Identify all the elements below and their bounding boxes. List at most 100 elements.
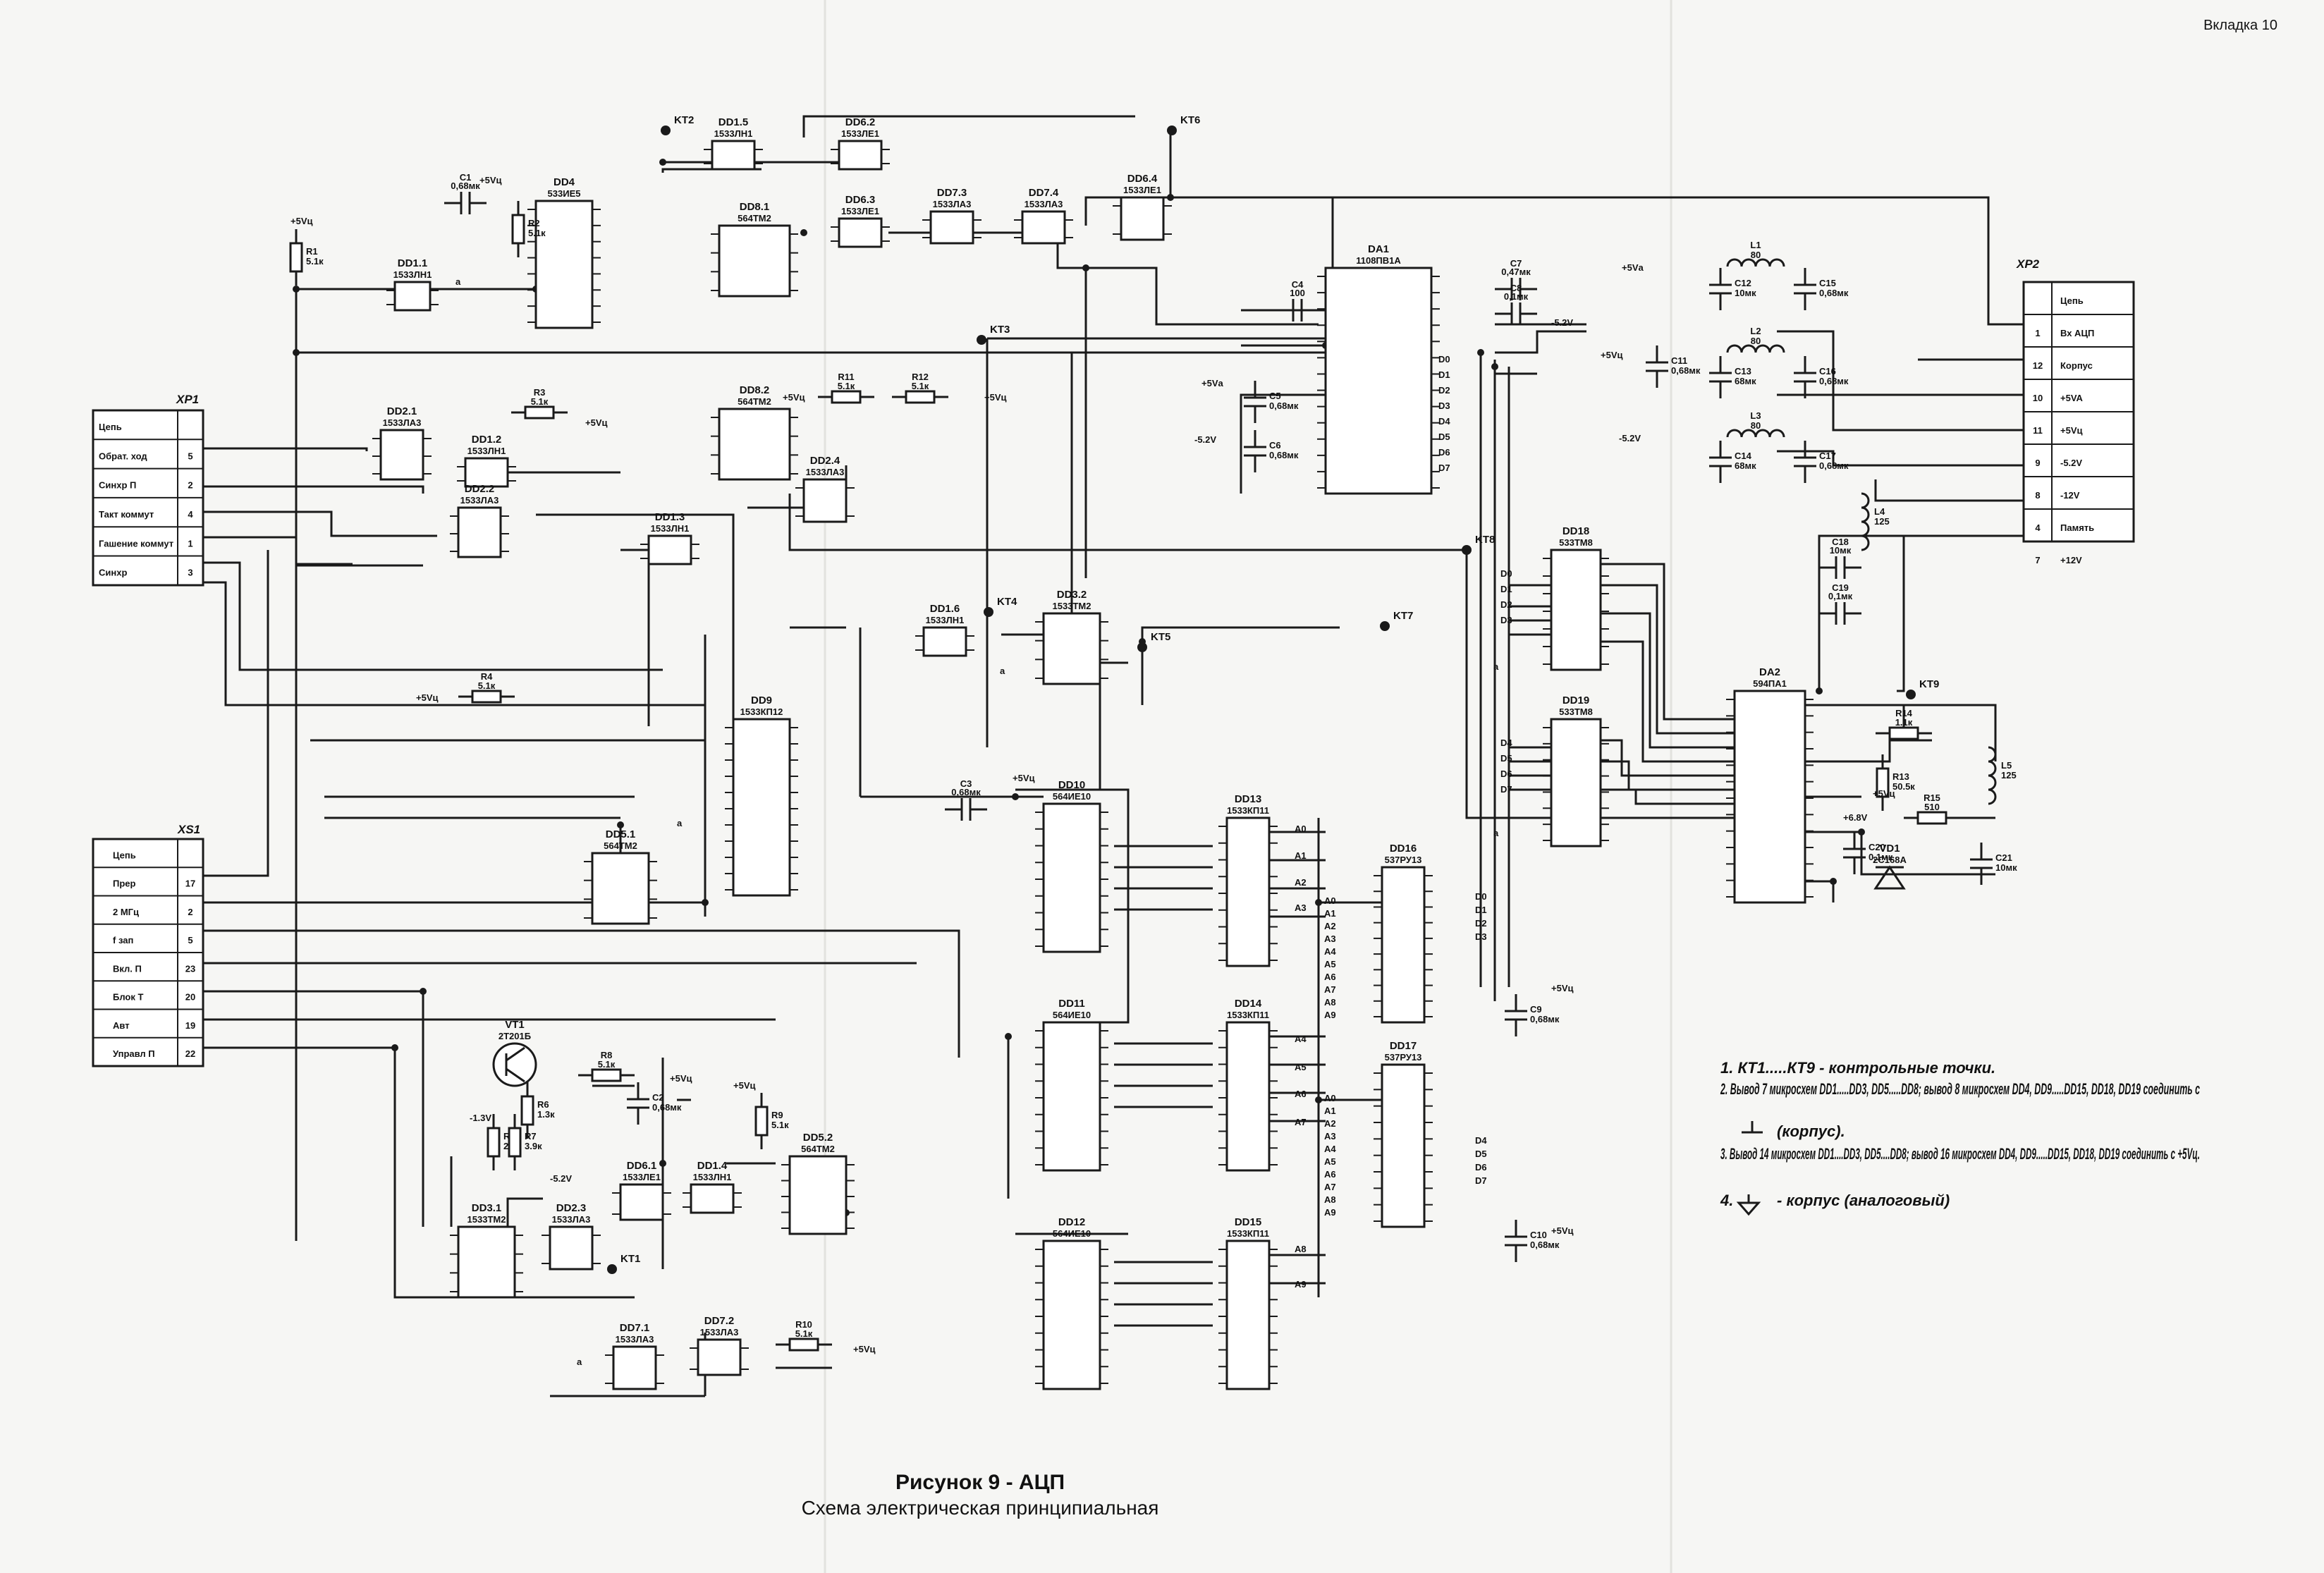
connector-row-label: Такт коммут: [99, 509, 154, 520]
chip-ref: DD7.4: [1029, 187, 1059, 199]
passive-ref: C4: [1292, 279, 1304, 290]
chip-ref: DD1.3: [655, 511, 685, 523]
chip-type: 564ИЕ10: [1053, 791, 1091, 802]
connector-pin-number: 4: [2035, 522, 2041, 533]
chip-type: 1533ЛА3: [616, 1334, 654, 1345]
chip-type: 1533КП11: [1227, 805, 1269, 816]
chip-type: 1533ЛА3: [460, 495, 499, 506]
passive-value: 5.1к: [795, 1328, 813, 1339]
chip-type: 564ИЕ10: [1053, 1228, 1091, 1239]
passive-value: 5.1к: [912, 381, 929, 391]
passive-value: 10мк: [1735, 288, 1756, 298]
passive-c6: C60,68мк: [1244, 430, 1299, 472]
passive-c3: C30,68мк: [945, 778, 987, 821]
passive-ref: R12: [912, 372, 929, 382]
bus-label-reg-d: D6: [1500, 769, 1512, 779]
passive-ref: L5: [2001, 760, 2012, 771]
bus-label-mux-a: A7: [1295, 1117, 1307, 1127]
junction-dot: [420, 988, 427, 995]
chip-type: 1533ЛЕ1: [841, 206, 879, 216]
chip-type: 564ТМ2: [738, 213, 771, 224]
junction-dot: [1167, 194, 1174, 201]
bus-label-ram-d: D3: [1475, 931, 1487, 942]
connector-pin-number: 5: [188, 935, 192, 945]
chip-type: 1533ЛА3: [933, 199, 972, 209]
bus-label-mux-a: A1: [1295, 850, 1307, 861]
passive-value: 0,1мк: [1869, 852, 1893, 862]
chip-type: 1533ЛН1: [926, 615, 965, 625]
bus-label-ram-a: A7: [1324, 984, 1336, 995]
test-point-kt6: KT6: [1167, 114, 1200, 135]
chip-type: 1533ЛА3: [552, 1214, 591, 1225]
chip-ref: DD6.4: [1127, 173, 1158, 185]
passive-c1: C10,68мк: [444, 172, 487, 214]
bus-label-ram-d: D4: [1475, 1135, 1487, 1146]
chip-type: 1533ЛН1: [393, 269, 432, 280]
passive-ref: C18: [1832, 537, 1849, 547]
net-label: a: [1493, 661, 1499, 672]
bus-label-reg-d: D0: [1500, 568, 1512, 579]
chip-ref: DD1.4: [697, 1160, 728, 1172]
passive-value: 0,68мк: [1269, 400, 1299, 411]
chip-ref: DD7.1: [620, 1322, 650, 1334]
test-point-kt2: KT2: [661, 114, 694, 135]
junction-dot: [391, 1044, 398, 1051]
connector-pin-number: 2: [188, 907, 192, 917]
passive-ref: R6: [537, 1099, 549, 1110]
junction-dot: [617, 821, 624, 828]
chip-ref: VT1: [505, 1019, 525, 1031]
connector-row-label: +5VA: [2060, 393, 2084, 403]
junction-dot: [1315, 1096, 1322, 1103]
connector-row-label: Авт: [113, 1020, 130, 1031]
bus-label-ram-a: A3: [1324, 934, 1336, 944]
passive-ref: R3: [534, 387, 546, 398]
net-label: -1.3V: [470, 1113, 491, 1123]
net-label: +5Vц: [1601, 350, 1622, 360]
chip-ref: DD10: [1058, 779, 1085, 791]
test-point-kt9: KT9: [1906, 678, 1939, 699]
passive-value: 0,68мк: [1819, 376, 1849, 386]
test-point-label: KT1: [620, 1253, 640, 1265]
connector-pin-number: 9: [2035, 458, 2040, 468]
passive-value: 5.1к: [531, 396, 549, 407]
bus-label-ram-a: A9: [1324, 1207, 1336, 1218]
passive-value: 5.1к: [478, 680, 496, 691]
net-label: +5Vц: [733, 1080, 755, 1091]
junction-dot: [1491, 363, 1498, 370]
connector-pin-number: 12: [2033, 360, 2043, 371]
net-label: +5Vц: [670, 1073, 692, 1084]
chip-ref: DD4: [554, 176, 575, 188]
chip-type: 1533ЛН1: [467, 446, 506, 456]
passive-ref: C17: [1819, 451, 1836, 461]
xp2-title: XP2: [2016, 257, 2040, 271]
net-label: -5.2V: [1619, 433, 1641, 443]
passive-ref: C13: [1735, 366, 1751, 377]
chip-type: 2С168А: [1873, 855, 1907, 865]
passive-ref: C8: [1510, 283, 1522, 293]
net-label: +5Vа: [1201, 378, 1223, 388]
connector-row-label: Управл П: [113, 1048, 155, 1059]
connector-row-label: Гашение коммут: [99, 538, 173, 549]
bus-label-da1-d: D5: [1438, 431, 1450, 442]
passive-value: 0,47мк: [1501, 267, 1531, 277]
passive-r2: R25.1к: [511, 201, 546, 257]
passive-ref: C15: [1819, 278, 1836, 288]
